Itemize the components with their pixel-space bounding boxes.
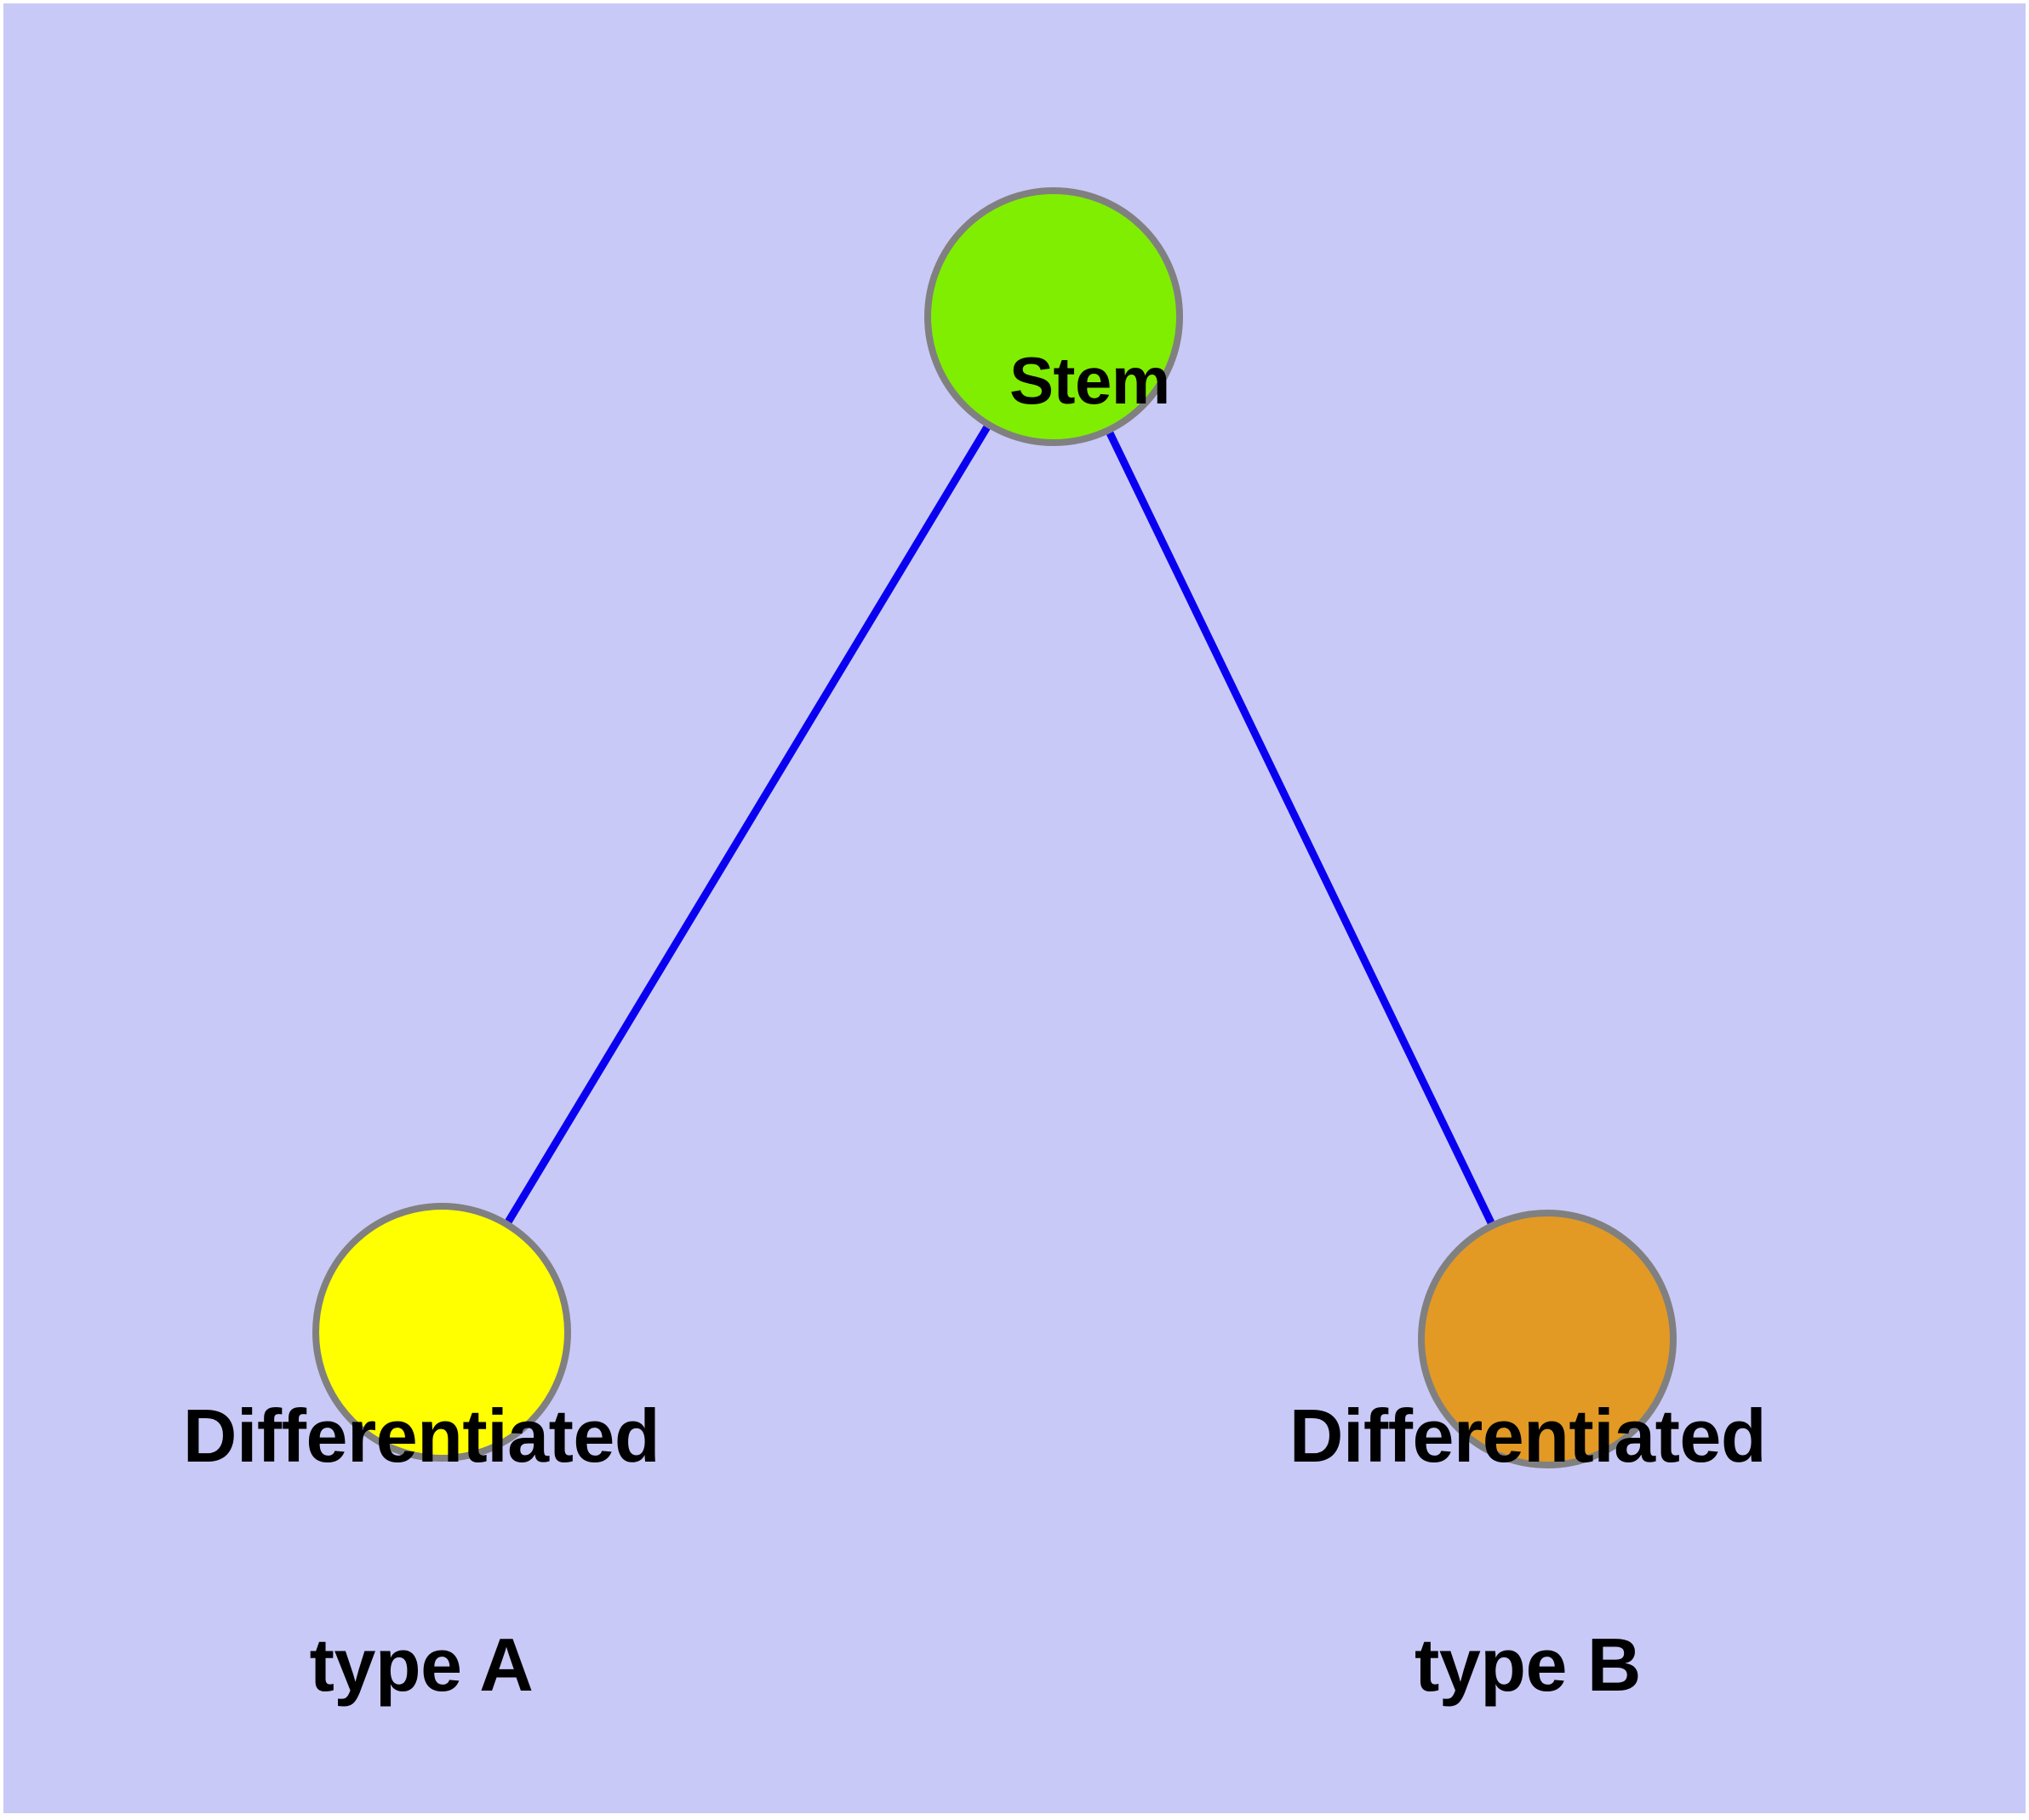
edge-stem-to-differentiated-type-b[interactable]	[1106, 431, 1495, 1225]
edge-stem-to-differentiated-type-a[interactable]	[505, 425, 991, 1224]
node-group	[312, 187, 1677, 1468]
edge-group	[505, 425, 1495, 1225]
node-differentiated-type-a[interactable]	[312, 1203, 571, 1462]
node-differentiated-type-b[interactable]	[1418, 1210, 1677, 1468]
node-stem[interactable]	[924, 187, 1183, 446]
